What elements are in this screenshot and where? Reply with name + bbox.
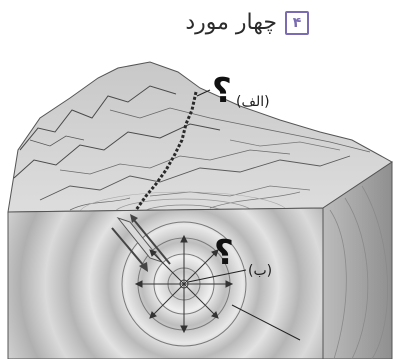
question-number: ۴ (285, 11, 309, 35)
label-a: (الف) (236, 94, 270, 110)
question-header: ۴ چهار مورد (185, 6, 309, 40)
fault-line (134, 91, 198, 211)
leader-line-b (187, 269, 247, 283)
question-mark-a: ؟ (212, 71, 232, 111)
answer-option-text: چهار مورد (185, 10, 277, 35)
label-b: (ب) (248, 263, 272, 279)
terrain-surface: x (7, 61, 393, 237)
question-mark-b: ؟ (214, 233, 234, 273)
block-side-face (322, 161, 393, 359)
leader-line-extra (231, 304, 301, 341)
hypocenter (134, 234, 234, 334)
leader-line-a (196, 89, 211, 97)
